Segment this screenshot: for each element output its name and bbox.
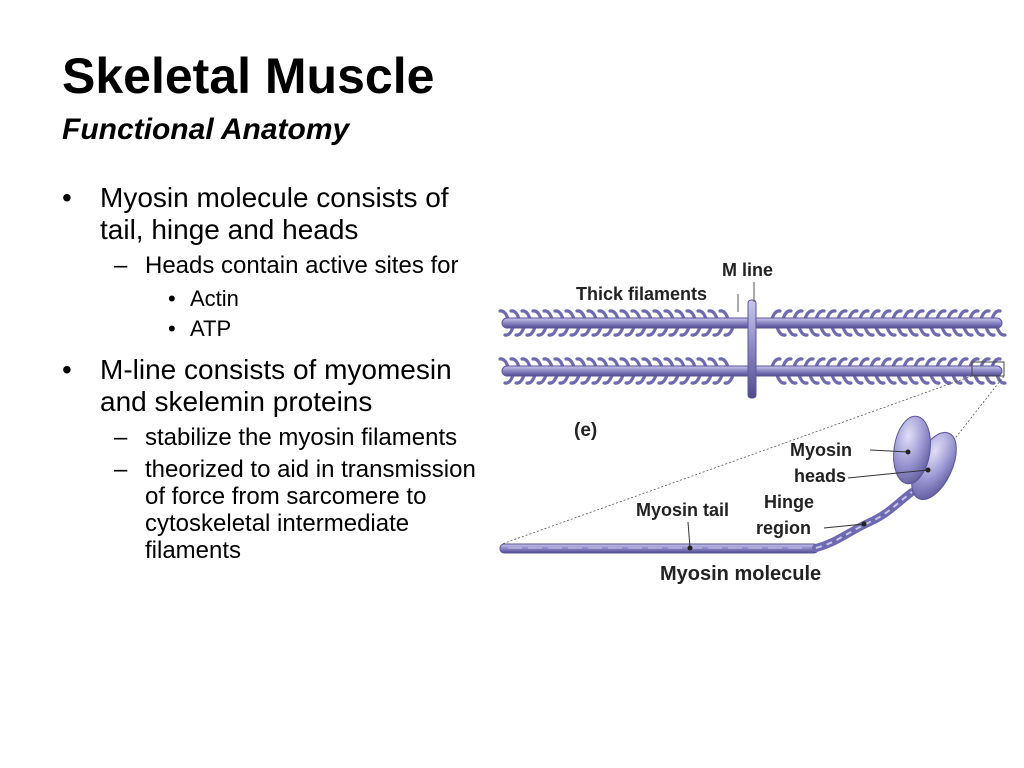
- thick-filaments-label: Thick filaments: [576, 284, 707, 304]
- dash-marker: –: [114, 424, 128, 451]
- slide-subtitle: Functional Anatomy: [62, 113, 350, 146]
- bullet-list: • Myosin molecule consists of tail, hing…: [62, 182, 482, 569]
- myosin-tail-label: Myosin tail: [636, 500, 729, 520]
- dash-marker: –: [114, 456, 128, 483]
- sub-sub-bullet-text: ATP: [190, 316, 232, 341]
- bullet-text: Myosin molecule consists of tail, hinge …: [100, 182, 449, 245]
- sub-sub-bullet-atp: • ATP: [62, 314, 482, 344]
- m-line: [747, 299, 757, 399]
- slide-title: Skeletal Muscle: [62, 48, 435, 104]
- myosin-molecule-label: Myosin molecule: [660, 563, 821, 585]
- bullet-marker: •: [62, 182, 72, 213]
- sub-bullet-transmission: – theorized to aid in transmission of fo…: [62, 456, 482, 564]
- zoom-box: [971, 361, 1005, 377]
- sub-bullet-text: Heads contain active sites for: [145, 252, 459, 279]
- thick-filament-bottom: [498, 357, 1007, 385]
- bullet-marker: •: [168, 316, 176, 341]
- hinge-label-1: Hinge: [764, 492, 814, 512]
- sub-sub-bullet-text: Actin: [190, 286, 239, 311]
- sub-bullet-heads: – Heads contain active sites for: [62, 252, 482, 279]
- bullet-marker: •: [168, 286, 176, 311]
- myosin-molecule: [499, 415, 957, 554]
- bullet-text: M-line consists of myomesin and skelemin…: [100, 354, 452, 417]
- dash-marker: –: [114, 252, 128, 279]
- sub-bullet-text: stabilize the myosin filaments: [145, 424, 458, 451]
- sub-bullet-stabilize: – stabilize the myosin filaments: [62, 424, 482, 451]
- m-line-label: M line: [722, 260, 773, 280]
- panel-label: (e): [574, 420, 597, 441]
- hinge-label-2: region: [756, 518, 811, 538]
- bullet-m-line: • M-line consists of myomesin and skelem…: [62, 354, 482, 418]
- myosin-heads-label-1: Myosin: [790, 440, 852, 460]
- sub-bullet-text: theorized to aid in transmission of forc…: [145, 456, 476, 564]
- myosin-heads-label-2: heads: [794, 466, 846, 486]
- sub-sub-bullet-actin: • Actin: [62, 284, 482, 314]
- bullet-myosin: • Myosin molecule consists of tail, hing…: [62, 182, 482, 246]
- myosin-diagram: M line Thick filaments (e) Myosin heads …: [498, 260, 1007, 585]
- bullet-marker: •: [62, 354, 72, 385]
- myosin-head-front: [893, 415, 931, 485]
